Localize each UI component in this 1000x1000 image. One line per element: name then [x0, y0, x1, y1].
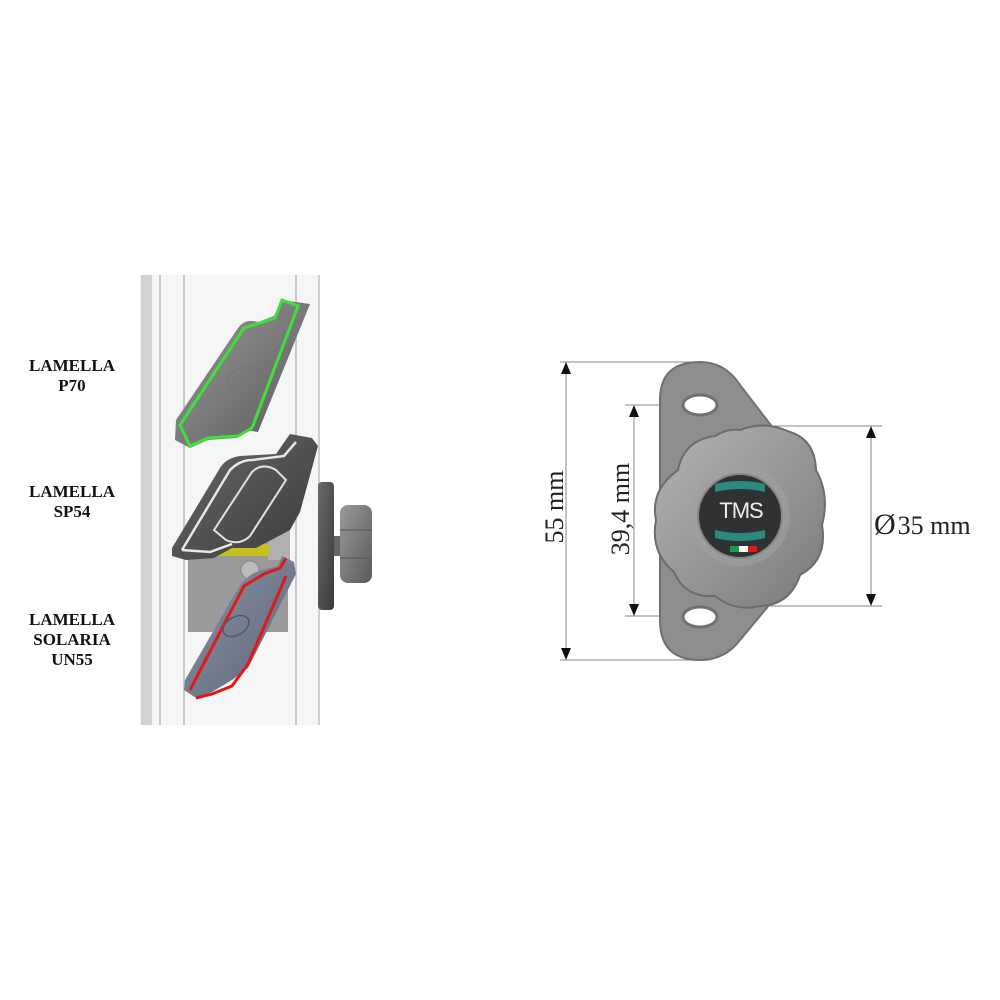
- dim-knob-diameter: Ø35 mm: [874, 508, 971, 542]
- dimension-lines: [560, 361, 882, 661]
- label-lamella-sp54: LAMELLA SP54: [2, 482, 142, 522]
- dimension-arrows: [561, 362, 876, 660]
- slat-sp54: [172, 434, 318, 560]
- dim-hole-spacing: 39,4 mm: [606, 462, 635, 556]
- label-line: SOLARIA: [33, 630, 111, 649]
- diameter-value: 35 mm: [897, 511, 971, 540]
- star-knob: [653, 424, 826, 609]
- slat-p70: [175, 298, 310, 448]
- knob-side-view: [318, 482, 372, 610]
- flag-red: [748, 546, 757, 552]
- label-line: LAMELLA: [29, 610, 115, 629]
- logo-text: TMS: [719, 498, 763, 523]
- label-line: LAMELLA: [29, 482, 115, 501]
- flag-green: [730, 546, 739, 552]
- mounting-hole-bottom: [681, 605, 719, 629]
- slat-un55: [184, 556, 296, 700]
- label-line: LAMELLA: [29, 356, 115, 375]
- label-lamella-solaria-un55: LAMELLA SOLARIA UN55: [2, 610, 142, 670]
- diameter-symbol: Ø: [874, 508, 896, 541]
- label-line: P70: [58, 376, 86, 395]
- dim-overall-height: 55 mm: [540, 470, 569, 544]
- label-line: SP54: [53, 502, 91, 521]
- label-line: UN55: [51, 650, 93, 669]
- label-lamella-p70: LAMELLA P70: [2, 356, 142, 396]
- flag-white: [739, 546, 748, 552]
- mounting-hole-top: [681, 393, 719, 417]
